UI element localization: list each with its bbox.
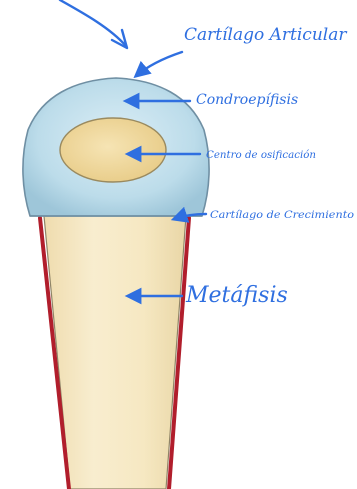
- label-ossification-center: Centro de osificación: [206, 150, 316, 161]
- arrow-articular-cartilage: [136, 52, 182, 76]
- label-chondroepiphysis: Condroepífisis: [196, 92, 298, 108]
- label-articular-cartilage: Cartílago Articular: [184, 25, 347, 45]
- label-growth-cartilage: Cartílago de Crecimiento: [210, 210, 354, 221]
- label-metaphysis: Metáfisis: [185, 283, 288, 308]
- hand-drawn-arrow-topleft: [60, 0, 126, 46]
- ossification-center: [60, 118, 166, 182]
